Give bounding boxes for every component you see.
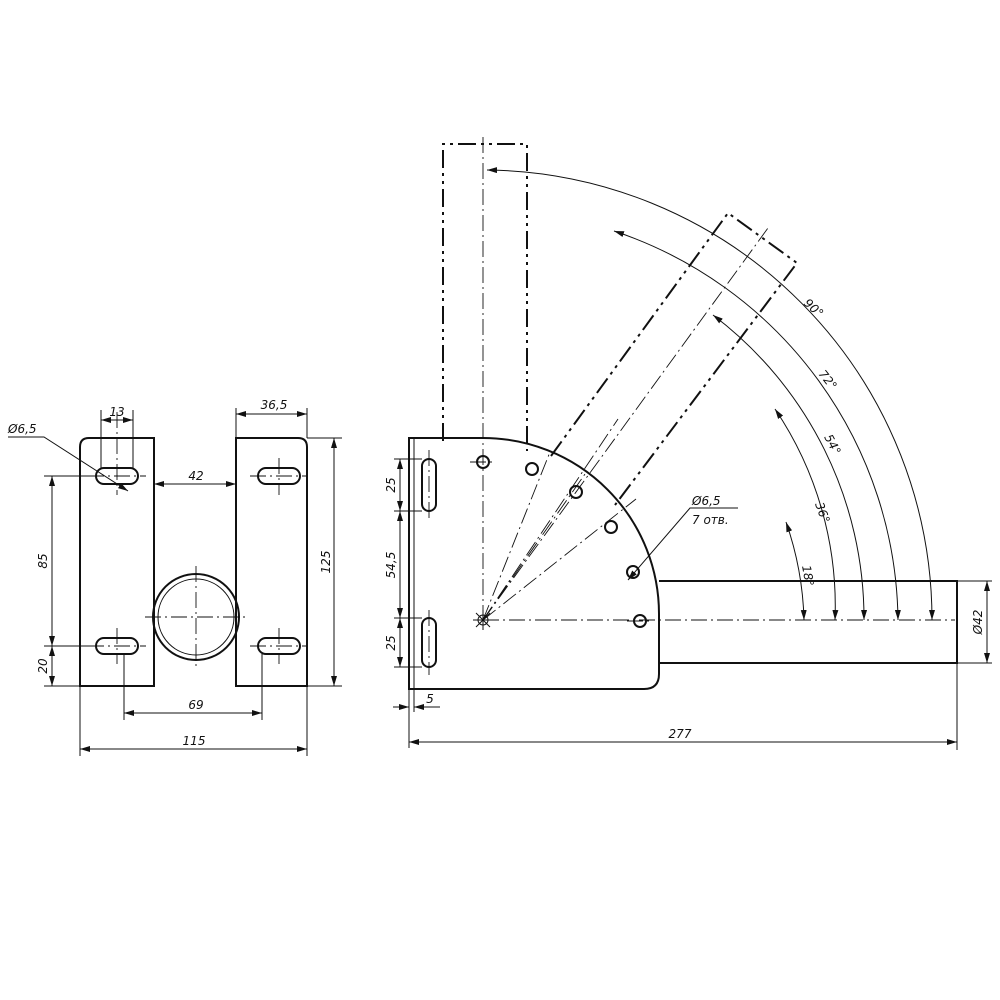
angle-label-36: 36° bbox=[812, 500, 832, 525]
angle-label-18: 18° bbox=[799, 564, 816, 587]
dim-slot-length-bottom-label: 25 bbox=[384, 635, 398, 650]
dim-plate-width-label: 36,5 bbox=[261, 398, 288, 412]
tube-vertical-phantom bbox=[442, 143, 528, 451]
front-view: 13 36,5 42 85 20 125 69 115 Ø6,5 bbox=[7, 398, 342, 756]
tube-horizontal bbox=[659, 580, 958, 664]
angle-label-72: 72° bbox=[816, 367, 840, 392]
dim-slot-width-label: 13 bbox=[109, 405, 124, 419]
dim-overall-length-label: 277 bbox=[669, 727, 692, 741]
angle-arc-54 bbox=[712, 314, 868, 621]
hole-label: Ø6,5 bbox=[7, 422, 37, 436]
dim-slot-offset-label: 20 bbox=[36, 658, 50, 674]
angle-arc-90 bbox=[486, 167, 935, 621]
angle-arc-72 bbox=[613, 230, 901, 621]
dim-overall-width-label: 115 bbox=[183, 734, 206, 748]
dim-slot-length-top-label: 25 bbox=[384, 477, 398, 492]
hole-callout-diameter: Ø6,5 bbox=[691, 494, 721, 508]
right-plate bbox=[235, 437, 308, 687]
dim-thickness-label: 5 bbox=[426, 692, 434, 706]
hole bbox=[604, 520, 618, 534]
angle-label-54: 54° bbox=[821, 432, 843, 457]
dim-tube-diameter-label: Ø42 bbox=[971, 610, 985, 636]
hole-callout-count: 7 отв. bbox=[692, 513, 729, 527]
dim-slot-spacing-label: 85 bbox=[36, 553, 50, 568]
angle-label-90: 90° bbox=[801, 296, 826, 321]
dim-height-label: 125 bbox=[319, 551, 333, 574]
side-view: 90° 72° 54° 36° 18° Ø6,5 7 отв. 25 54,5 … bbox=[384, 137, 992, 750]
dim-gap-label: 42 bbox=[188, 469, 203, 483]
hole bbox=[626, 565, 640, 579]
angle-arc-18 bbox=[785, 521, 807, 621]
hole-leader bbox=[8, 436, 129, 492]
dim-slot-spacing-label: 54,5 bbox=[384, 552, 398, 579]
hole-callout-leader bbox=[627, 507, 738, 581]
dim-slot-center-spacing-label: 69 bbox=[188, 698, 203, 712]
hole bbox=[525, 462, 539, 476]
left-plate bbox=[79, 437, 155, 687]
angle-arc-36 bbox=[774, 408, 839, 621]
